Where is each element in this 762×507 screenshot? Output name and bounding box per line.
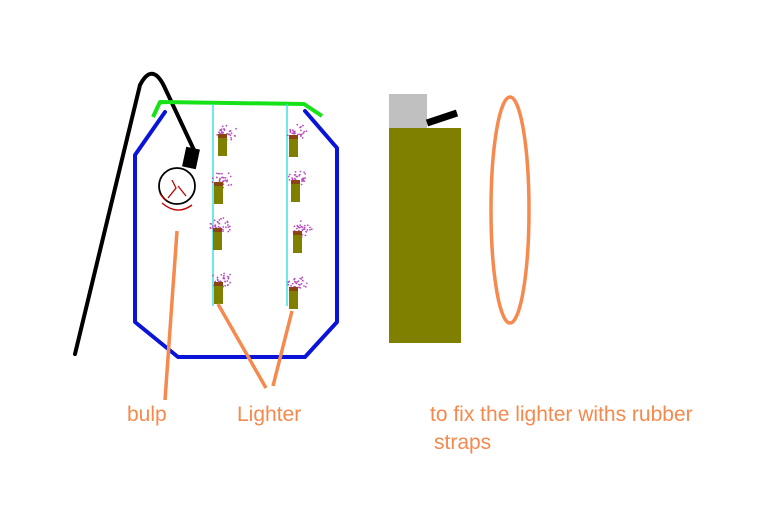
rubber-strap-icon xyxy=(489,95,531,325)
mini-lighter-5 xyxy=(286,123,308,157)
mini-lighter-cap xyxy=(293,231,302,235)
mini-lighter-cap xyxy=(214,282,223,286)
mini-lighter-8 xyxy=(287,276,308,309)
box-outline xyxy=(133,109,339,359)
mini-lighter-body xyxy=(213,228,222,250)
mini-lighter-body xyxy=(214,182,223,204)
bulb-label: bulp xyxy=(127,403,167,426)
mini-lighter-1 xyxy=(216,124,237,156)
strap-note-line-2: straps xyxy=(434,431,492,454)
strap-note-line-1: to fix the lighter withs rubber xyxy=(430,403,693,426)
mini-lighter-2 xyxy=(211,172,233,204)
mini-lighter-6 xyxy=(287,170,307,202)
big-lighter-icon xyxy=(389,94,461,343)
mini-lighter-4 xyxy=(212,272,232,304)
mini-lighter-cap xyxy=(214,182,223,186)
mini-lighter-3 xyxy=(209,217,231,250)
bulb-leader-line xyxy=(163,230,179,401)
mini-lighter-cap xyxy=(213,228,222,232)
mini-lighter-body xyxy=(289,287,298,309)
mini-lighter-group xyxy=(209,123,313,309)
box-top-edge xyxy=(151,100,324,118)
mini-lighter-body xyxy=(218,134,227,156)
mini-lighter-cap xyxy=(218,134,227,138)
mini-lighter-cap xyxy=(289,135,298,139)
flame-icon xyxy=(287,170,307,187)
mini-lighter-body xyxy=(289,135,298,157)
mini-lighter-7 xyxy=(292,220,313,253)
lighter-leader-line-right xyxy=(271,310,294,387)
lighter-label: Lighter xyxy=(237,403,302,426)
flame-icon xyxy=(292,220,313,239)
lighter-leader-line-left xyxy=(216,303,268,389)
power-cord xyxy=(73,71,196,356)
mini-lighter-body xyxy=(214,282,223,304)
light-bulb-icon xyxy=(158,146,200,211)
flame-icon xyxy=(211,172,233,190)
mini-lighter-body xyxy=(293,231,302,253)
mini-lighter-cap xyxy=(289,287,298,291)
mini-lighter-cap xyxy=(291,180,300,184)
mini-lighter-body xyxy=(291,180,300,202)
